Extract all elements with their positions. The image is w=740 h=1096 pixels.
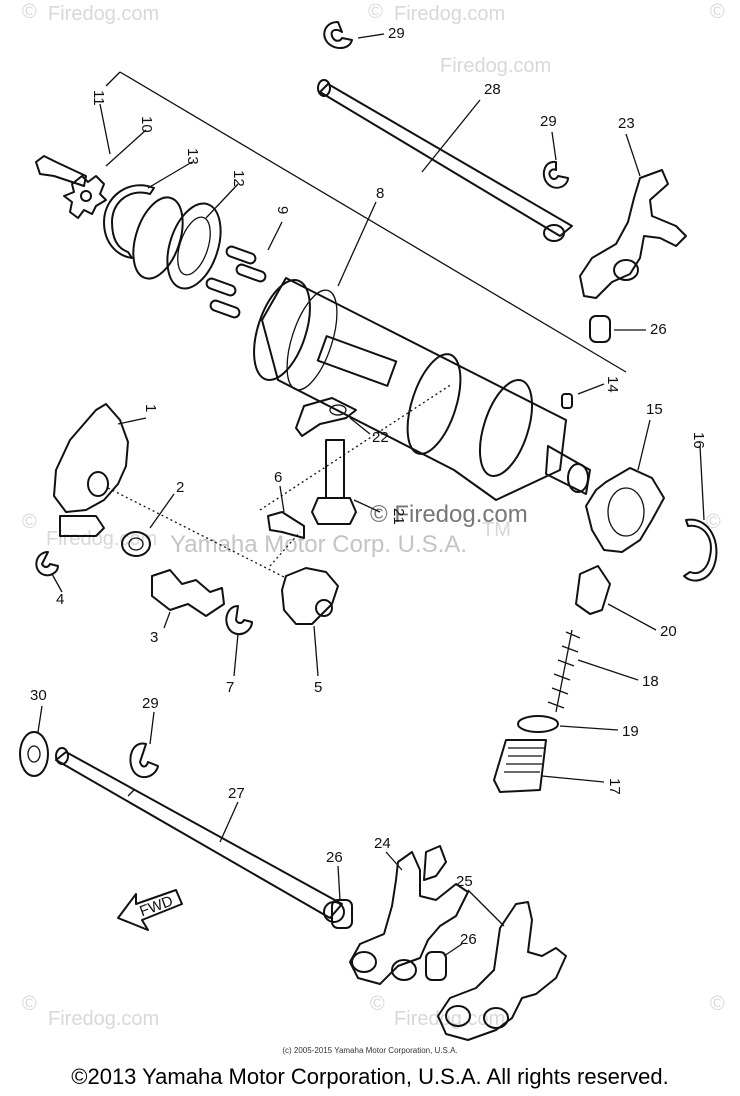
part-plug-17: [493, 739, 547, 793]
part-stopper-lever-5: [281, 567, 339, 625]
part-e-clip-4: [35, 551, 59, 577]
part-e-clip-lower: [129, 742, 159, 779]
callout-label: 26: [326, 849, 343, 866]
watermark-tm: TM: [482, 519, 511, 541]
callout-label: 2: [176, 479, 184, 496]
callout-label: 3: [150, 629, 158, 646]
watermark-symbol: ©: [22, 993, 37, 1015]
callout-label: 7: [226, 679, 234, 696]
callout-label: 20: [660, 623, 677, 640]
watermark-symbol: ©: [22, 511, 37, 533]
callout-label: 15: [646, 401, 663, 418]
part-e-clip-top: [323, 21, 353, 49]
footer-copyright: ©2013 Yamaha Motor Corporation, U.S.A. A…: [71, 1064, 669, 1089]
part-cam-15: [585, 467, 665, 553]
callout-label: 12: [230, 170, 247, 187]
leader-lines: [37, 33, 705, 957]
callout-label: 1: [142, 404, 159, 412]
part-screw-11: [35, 155, 87, 187]
callout-label: 9: [274, 206, 291, 214]
part-guide-pin-26-lower: [331, 899, 447, 981]
callout-label: 23: [618, 115, 635, 132]
callout-label: 8: [376, 185, 384, 202]
fwd-label: FWD: [137, 893, 175, 921]
watermark-text: Firedog.com: [394, 1008, 505, 1030]
watermark-symbol: ©: [370, 993, 385, 1015]
part-shift-fork-25: [437, 901, 567, 1041]
watermark-text: Firedog.com: [394, 3, 505, 25]
callout-label: 29: [388, 25, 405, 42]
callout-label: 25: [456, 873, 473, 890]
callout-label: 4: [56, 591, 64, 608]
part-spring-2: [121, 531, 151, 557]
part-spring-18: [547, 629, 581, 713]
group-bracket-line: [105, 71, 627, 373]
part-e-clip-7: [225, 605, 253, 636]
part-bolt-21: [311, 439, 357, 525]
watermark-text: Firedog.com: [440, 55, 551, 77]
callout-label: 28: [484, 81, 501, 98]
part-stopper-plate-10: [63, 175, 107, 219]
part-screw-6: [267, 511, 305, 539]
part-washer-19: [517, 715, 559, 733]
part-circlip-16: [683, 518, 718, 582]
callout-label: 19: [622, 723, 639, 740]
part-shift-fork-24: [349, 845, 469, 985]
watermark-text: Firedog.com: [48, 1008, 159, 1030]
part-e-clip-mid: [542, 160, 569, 189]
watermark-symbol: ©: [22, 1, 37, 23]
part-washer-30: [19, 731, 49, 777]
part-shift-drum-8: [253, 277, 591, 501]
callout-label: 27: [228, 785, 245, 802]
watermark-symbol: ©: [706, 511, 721, 533]
callout-label: 10: [138, 116, 155, 133]
part-bearing-12: [132, 196, 222, 290]
part-shift-arm-1: [53, 403, 129, 537]
callout-labels: 29 28 29 23 11 10 13 12 9 8 26 14 15 16 …: [30, 25, 707, 948]
callout-label: 26: [460, 931, 477, 948]
callout-label: 6: [274, 469, 282, 486]
forward-arrow-icon: FWD: [117, 889, 183, 931]
part-dowel-14: [561, 393, 573, 409]
part-shift-fork-23: [579, 169, 687, 299]
part-shift-shaft-lower: [55, 747, 345, 923]
callout-label: 14: [604, 376, 621, 393]
watermark-text: Firedog.com: [48, 3, 159, 25]
part-shift-plate-3: [151, 569, 225, 617]
callout-label: 11: [90, 90, 107, 106]
callout-label: 17: [606, 778, 623, 795]
callout-label: 29: [142, 695, 159, 712]
part-shift-shaft-upper: [317, 79, 573, 242]
watermark-symbol: ©: [710, 1, 725, 23]
callout-label: 22: [372, 429, 389, 446]
small-copyright: (c) 2005-2015 Yamaha Motor Corporation, …: [282, 1046, 458, 1055]
callout-label: 16: [690, 432, 707, 449]
watermark-center-site: © Firedog.com: [370, 501, 528, 528]
part-pins-9: [205, 245, 267, 319]
watermark-symbol: ©: [710, 993, 725, 1015]
watermark-symbol: ©: [368, 1, 383, 23]
callout-label: 26: [650, 321, 667, 338]
watermark-brand: Yamaha Motor Corp. U.S.A.: [170, 531, 467, 558]
callout-label: 30: [30, 687, 47, 704]
part-stopper-plate-22: [295, 397, 357, 437]
part-detent-pin-20: [575, 565, 611, 615]
callout-label: 18: [642, 673, 659, 690]
callout-label: 5: [314, 679, 322, 696]
callout-label: 29: [540, 113, 557, 130]
part-circlip-13: [103, 184, 155, 259]
callout-label: 13: [184, 148, 201, 165]
callout-label: 24: [374, 835, 391, 852]
callout-label: 21: [390, 508, 407, 525]
part-guide-pin-26: [589, 315, 611, 343]
watermark-layer: © Firedog.com © Firedog.com © Firedog.co…: [22, 1, 725, 1030]
